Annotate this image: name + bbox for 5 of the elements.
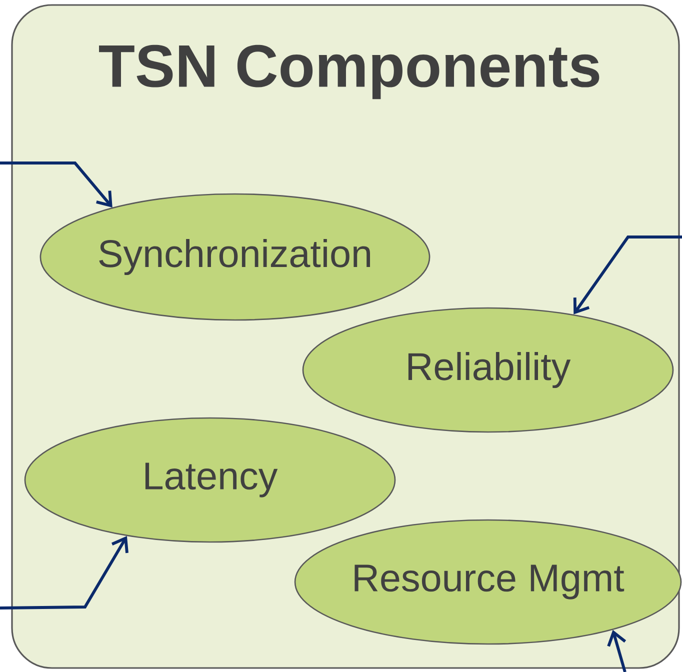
arrow — [573, 236, 682, 314]
arrow — [0, 162, 112, 208]
heading: TSN Components — [99, 44, 600, 100]
arrow — [0, 536, 128, 610]
arrow — [607, 630, 626, 672]
